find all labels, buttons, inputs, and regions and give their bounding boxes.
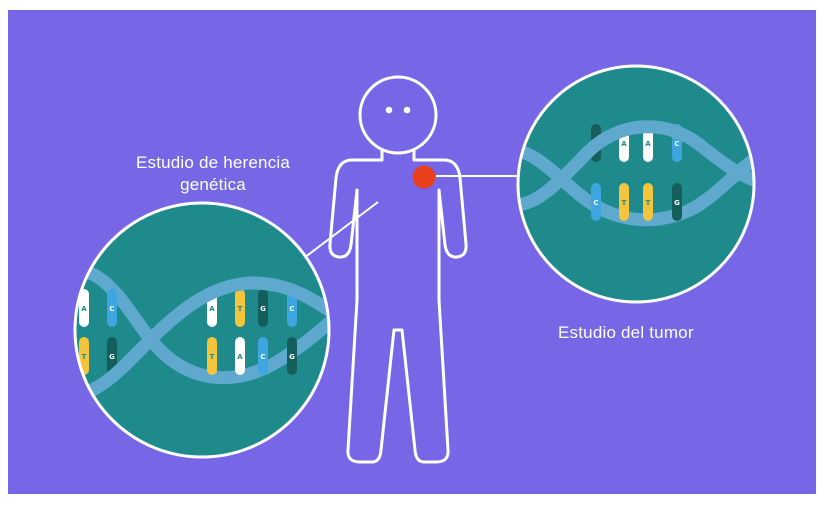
right-eye-icon — [403, 106, 411, 114]
dna-strand-back — [518, 143, 754, 227]
dna-base-bar — [619, 183, 629, 221]
dna-base-letter: C — [593, 199, 598, 207]
dna-base-letter: T — [210, 353, 215, 361]
dna-base-letter: A — [81, 305, 87, 313]
dna-base-bar — [643, 124, 653, 162]
dna-base-letter: G — [109, 353, 115, 361]
dna-strand-front — [75, 276, 329, 407]
dna-base-letter: C — [289, 305, 294, 313]
dna-base-letter: C — [260, 353, 265, 361]
dna-base-bar — [258, 289, 268, 327]
dna-base-letter: T — [82, 353, 87, 361]
dna-base-letter: A — [209, 305, 215, 313]
dna-base-letter: C — [109, 305, 114, 313]
dna-base-letter: G — [289, 353, 295, 361]
dna-base-letter: G — [674, 199, 680, 207]
dna-base-letter: C — [674, 140, 679, 148]
hereditary-caption-line1: Estudio de herencia — [135, 153, 291, 172]
dna-base-letter: A — [621, 140, 627, 148]
dna-base-bar — [79, 289, 89, 327]
dna-base-letter: T — [238, 305, 243, 313]
dna-base-bar — [258, 337, 268, 375]
dna-base-bar — [107, 337, 117, 375]
hereditary-study-caption: Estudio de herencia genética — [113, 152, 313, 196]
dna-base-bar — [287, 289, 297, 327]
hereditary-connector-line — [295, 201, 379, 265]
dna-base-letter: A — [237, 353, 243, 361]
tumor-dot-icon — [412, 165, 436, 189]
dna-base-bar — [235, 289, 245, 327]
dna-strand-front — [518, 120, 754, 212]
dna-base-letter: T — [622, 199, 627, 207]
human-figure-outline-icon — [328, 75, 468, 464]
dna-base-letter: T — [646, 199, 651, 207]
dna-base-bar — [672, 183, 682, 221]
dna-base-bar — [287, 337, 297, 375]
tumor-zoom-ring — [516, 64, 756, 304]
left-eye-icon — [385, 106, 393, 114]
dna-base-bar — [591, 183, 601, 221]
dna-base-bar — [207, 337, 217, 375]
hereditary-dna-zoom: A C A T G C T G T A C G — [73, 201, 331, 459]
tumor-zoom-circle — [518, 66, 754, 302]
dna-base-bar — [107, 289, 117, 327]
dna-base-bar — [235, 337, 245, 375]
dna-base-letter: A — [645, 140, 651, 148]
dna-base-bar — [643, 183, 653, 221]
hereditary-caption-line2: genética — [180, 175, 246, 194]
hereditary-zoom-ring — [73, 201, 331, 459]
dna-base-letter: G — [260, 305, 266, 313]
hereditary-zoom-circle — [75, 203, 329, 457]
tumor-study-caption: Estudio del tumor — [558, 323, 694, 342]
